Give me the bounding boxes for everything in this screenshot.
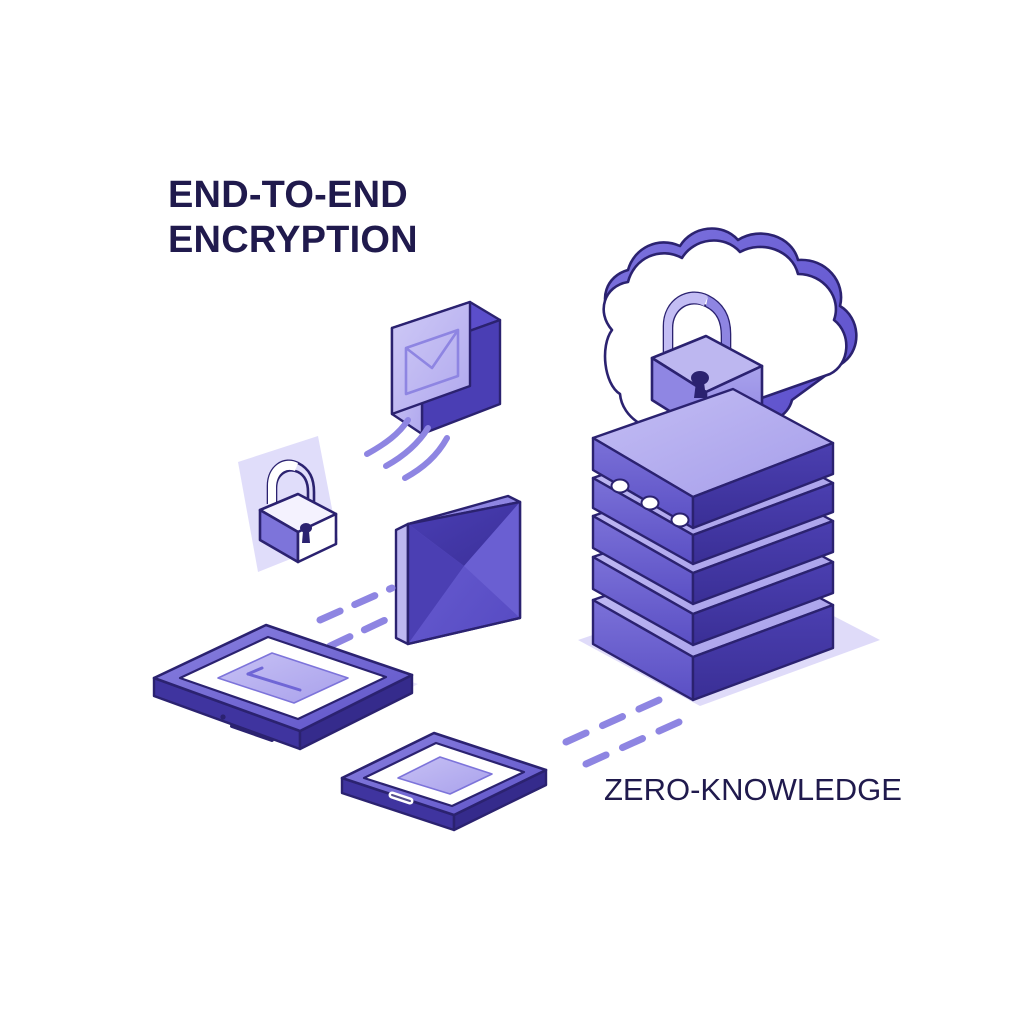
- envelope-sealed-card: [394, 494, 522, 646]
- server-unit-top: [591, 387, 835, 530]
- keyhole: [691, 371, 709, 385]
- phone-device: [340, 731, 548, 832]
- tablet-camera-icon: [220, 714, 226, 720]
- decryption-lock-icon: [258, 459, 338, 564]
- title-line-2: ENCRYPTION: [168, 219, 418, 261]
- server-status-leds: [610, 478, 690, 528]
- tablet-device: [152, 623, 418, 751]
- envelope-glyph: [404, 328, 460, 396]
- cloud-with-lock: [602, 227, 858, 436]
- tablet-speaker: [230, 724, 274, 742]
- envelope-open-card: [390, 300, 502, 436]
- dashed-link-phone-server: [562, 692, 692, 768]
- open-lock-panel: [238, 436, 338, 572]
- server-stack: [591, 387, 835, 702]
- dashed-link-tablet-envelope: [316, 584, 402, 650]
- transmission-arcs: [364, 417, 450, 481]
- title-line-1: END-TO-END: [168, 174, 408, 216]
- tablet-screen-bar: [246, 666, 302, 692]
- caption-zero-knowledge: ZERO-KNOWLEDGE: [604, 772, 902, 807]
